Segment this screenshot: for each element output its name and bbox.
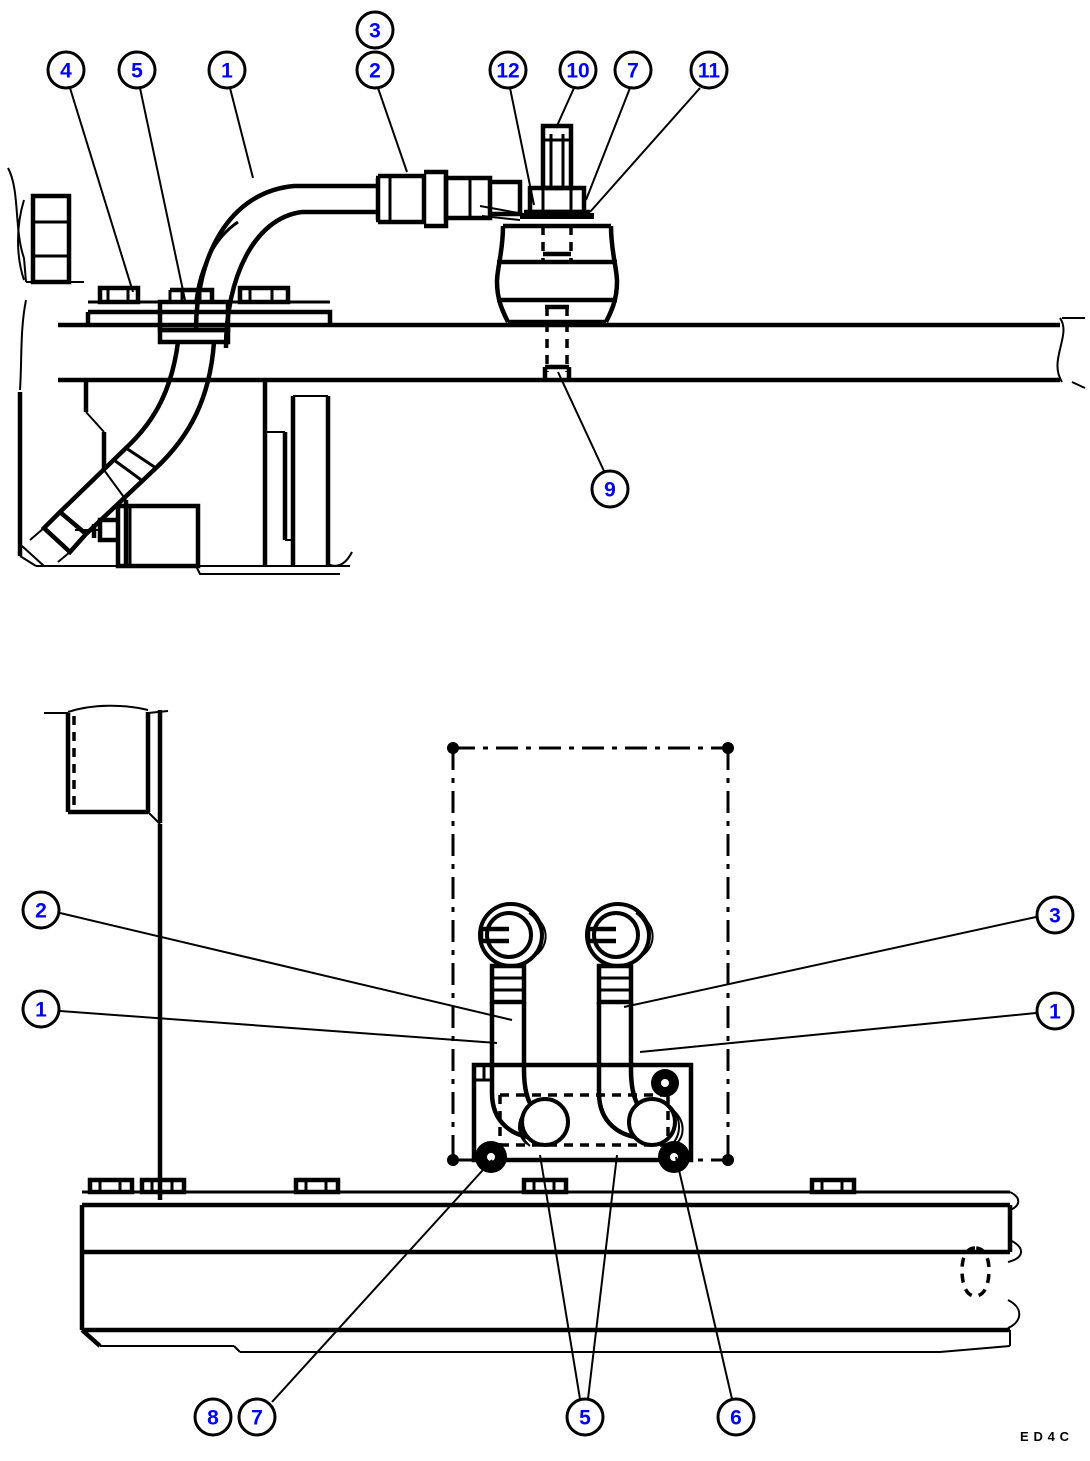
callout-label-11: 11	[698, 60, 721, 83]
callout-label-bottom-5: 5	[579, 1407, 591, 1430]
upper-callout-bubbles: 4 5 1 3 2	[46, 10, 729, 509]
callout-bubble-11[interactable]: 11	[689, 50, 729, 90]
callout-label-right-1: 1	[1049, 1001, 1061, 1024]
upper-callout-leaders	[69, 87, 701, 472]
callout-bubble-10[interactable]: 10	[558, 50, 598, 90]
callout-label-right-3: 3	[1049, 905, 1061, 928]
callout-bubble-right-3[interactable]: 3	[1035, 895, 1075, 935]
upper-hose-2	[21, 341, 217, 567]
callout-bubble-bottom-8[interactable]: 8	[193, 1397, 233, 1437]
lower-hose-assembly-right	[585, 902, 684, 1147]
upper-tube-fitting	[375, 169, 525, 229]
callout-bubble-lower-1[interactable]: 1	[21, 989, 61, 1029]
upper-left-housing	[7, 167, 353, 575]
callout-label-5: 5	[131, 60, 143, 83]
callout-bubble-1[interactable]: 1	[207, 50, 247, 90]
callout-bubble-5[interactable]: 5	[117, 50, 157, 90]
lower-assembly-drawing: 2 1 3 1 8	[21, 704, 1075, 1437]
lower-callout-leaders	[59, 912, 1037, 1403]
callout-bubble-9[interactable]: 9	[590, 469, 630, 509]
callout-label-7: 7	[627, 60, 639, 83]
callout-bubble-lower-2[interactable]: 2	[21, 890, 61, 930]
manifold-block	[471, 1062, 694, 1173]
callout-label-bottom-7: 7	[251, 1407, 263, 1430]
callout-bubble-4[interactable]: 4	[46, 50, 86, 90]
callout-label-bottom-6: 6	[730, 1407, 742, 1430]
callout-bubble-bottom-6[interactable]: 6	[716, 1397, 756, 1437]
upper-hose-1	[193, 183, 376, 349]
callout-label-1: 1	[221, 60, 233, 83]
beam-bolt-heads	[87, 1177, 857, 1195]
callout-bubble-3[interactable]: 3	[355, 10, 395, 50]
lower-hose-assembly-left	[478, 902, 570, 1147]
callout-label-9: 9	[604, 479, 616, 502]
callout-label-3: 3	[369, 20, 381, 43]
callout-bubble-12[interactable]: 12	[488, 50, 528, 90]
callout-bubble-bottom-5[interactable]: 5	[565, 1397, 605, 1437]
upper-mounting-bracket	[85, 285, 333, 345]
drawing-id-label: ED4C	[1020, 1429, 1070, 1444]
callout-label-12: 12	[496, 60, 519, 83]
upper-assembly-drawing: 4 5 1 3 2	[7, 10, 1086, 575]
callout-label-lower-1: 1	[35, 999, 47, 1022]
callout-label-4: 4	[60, 60, 72, 83]
callout-label-lower-2: 2	[35, 900, 47, 923]
lower-frame-beam	[79, 1177, 1022, 1353]
callout-label-2: 2	[369, 60, 381, 83]
callout-bubble-bottom-7[interactable]: 7	[237, 1397, 277, 1437]
callout-bubble-7[interactable]: 7	[613, 50, 653, 90]
callout-bubble-right-1[interactable]: 1	[1035, 991, 1075, 1031]
upper-ball-mount-assembly	[494, 123, 620, 380]
lower-callout-bubbles: 2 1 3 1 8	[21, 890, 1075, 1437]
lower-left-cylinder-housing	[44, 704, 169, 1200]
callout-bubble-2[interactable]: 2	[355, 50, 395, 90]
callout-label-10: 10	[566, 60, 589, 83]
callout-label-bottom-8: 8	[207, 1407, 219, 1430]
